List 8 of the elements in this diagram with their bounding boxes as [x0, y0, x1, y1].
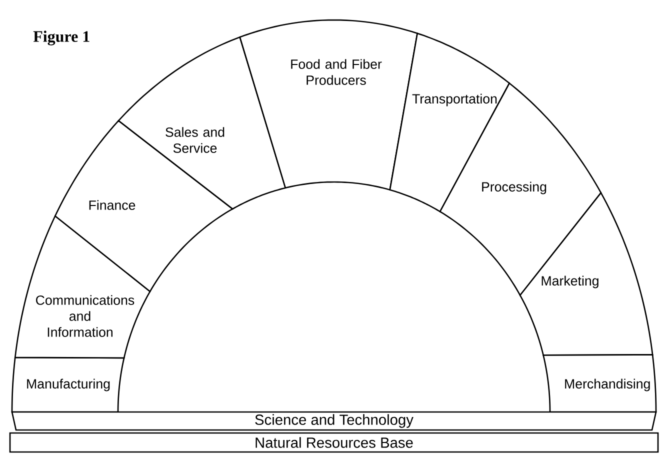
arch-segment: Manufacturing [11, 356, 125, 413]
node-label: Science and Technology [255, 414, 414, 428]
figure-title: Figure 1 [33, 30, 90, 46]
arch-segment: Communications and Information [14, 214, 151, 359]
node-label: Marketing [542, 276, 598, 288]
base-band: Natural Resources Base [9, 432, 659, 453]
node-label: Merchandising [565, 378, 650, 392]
base-band: Science and Technology [11, 411, 657, 431]
